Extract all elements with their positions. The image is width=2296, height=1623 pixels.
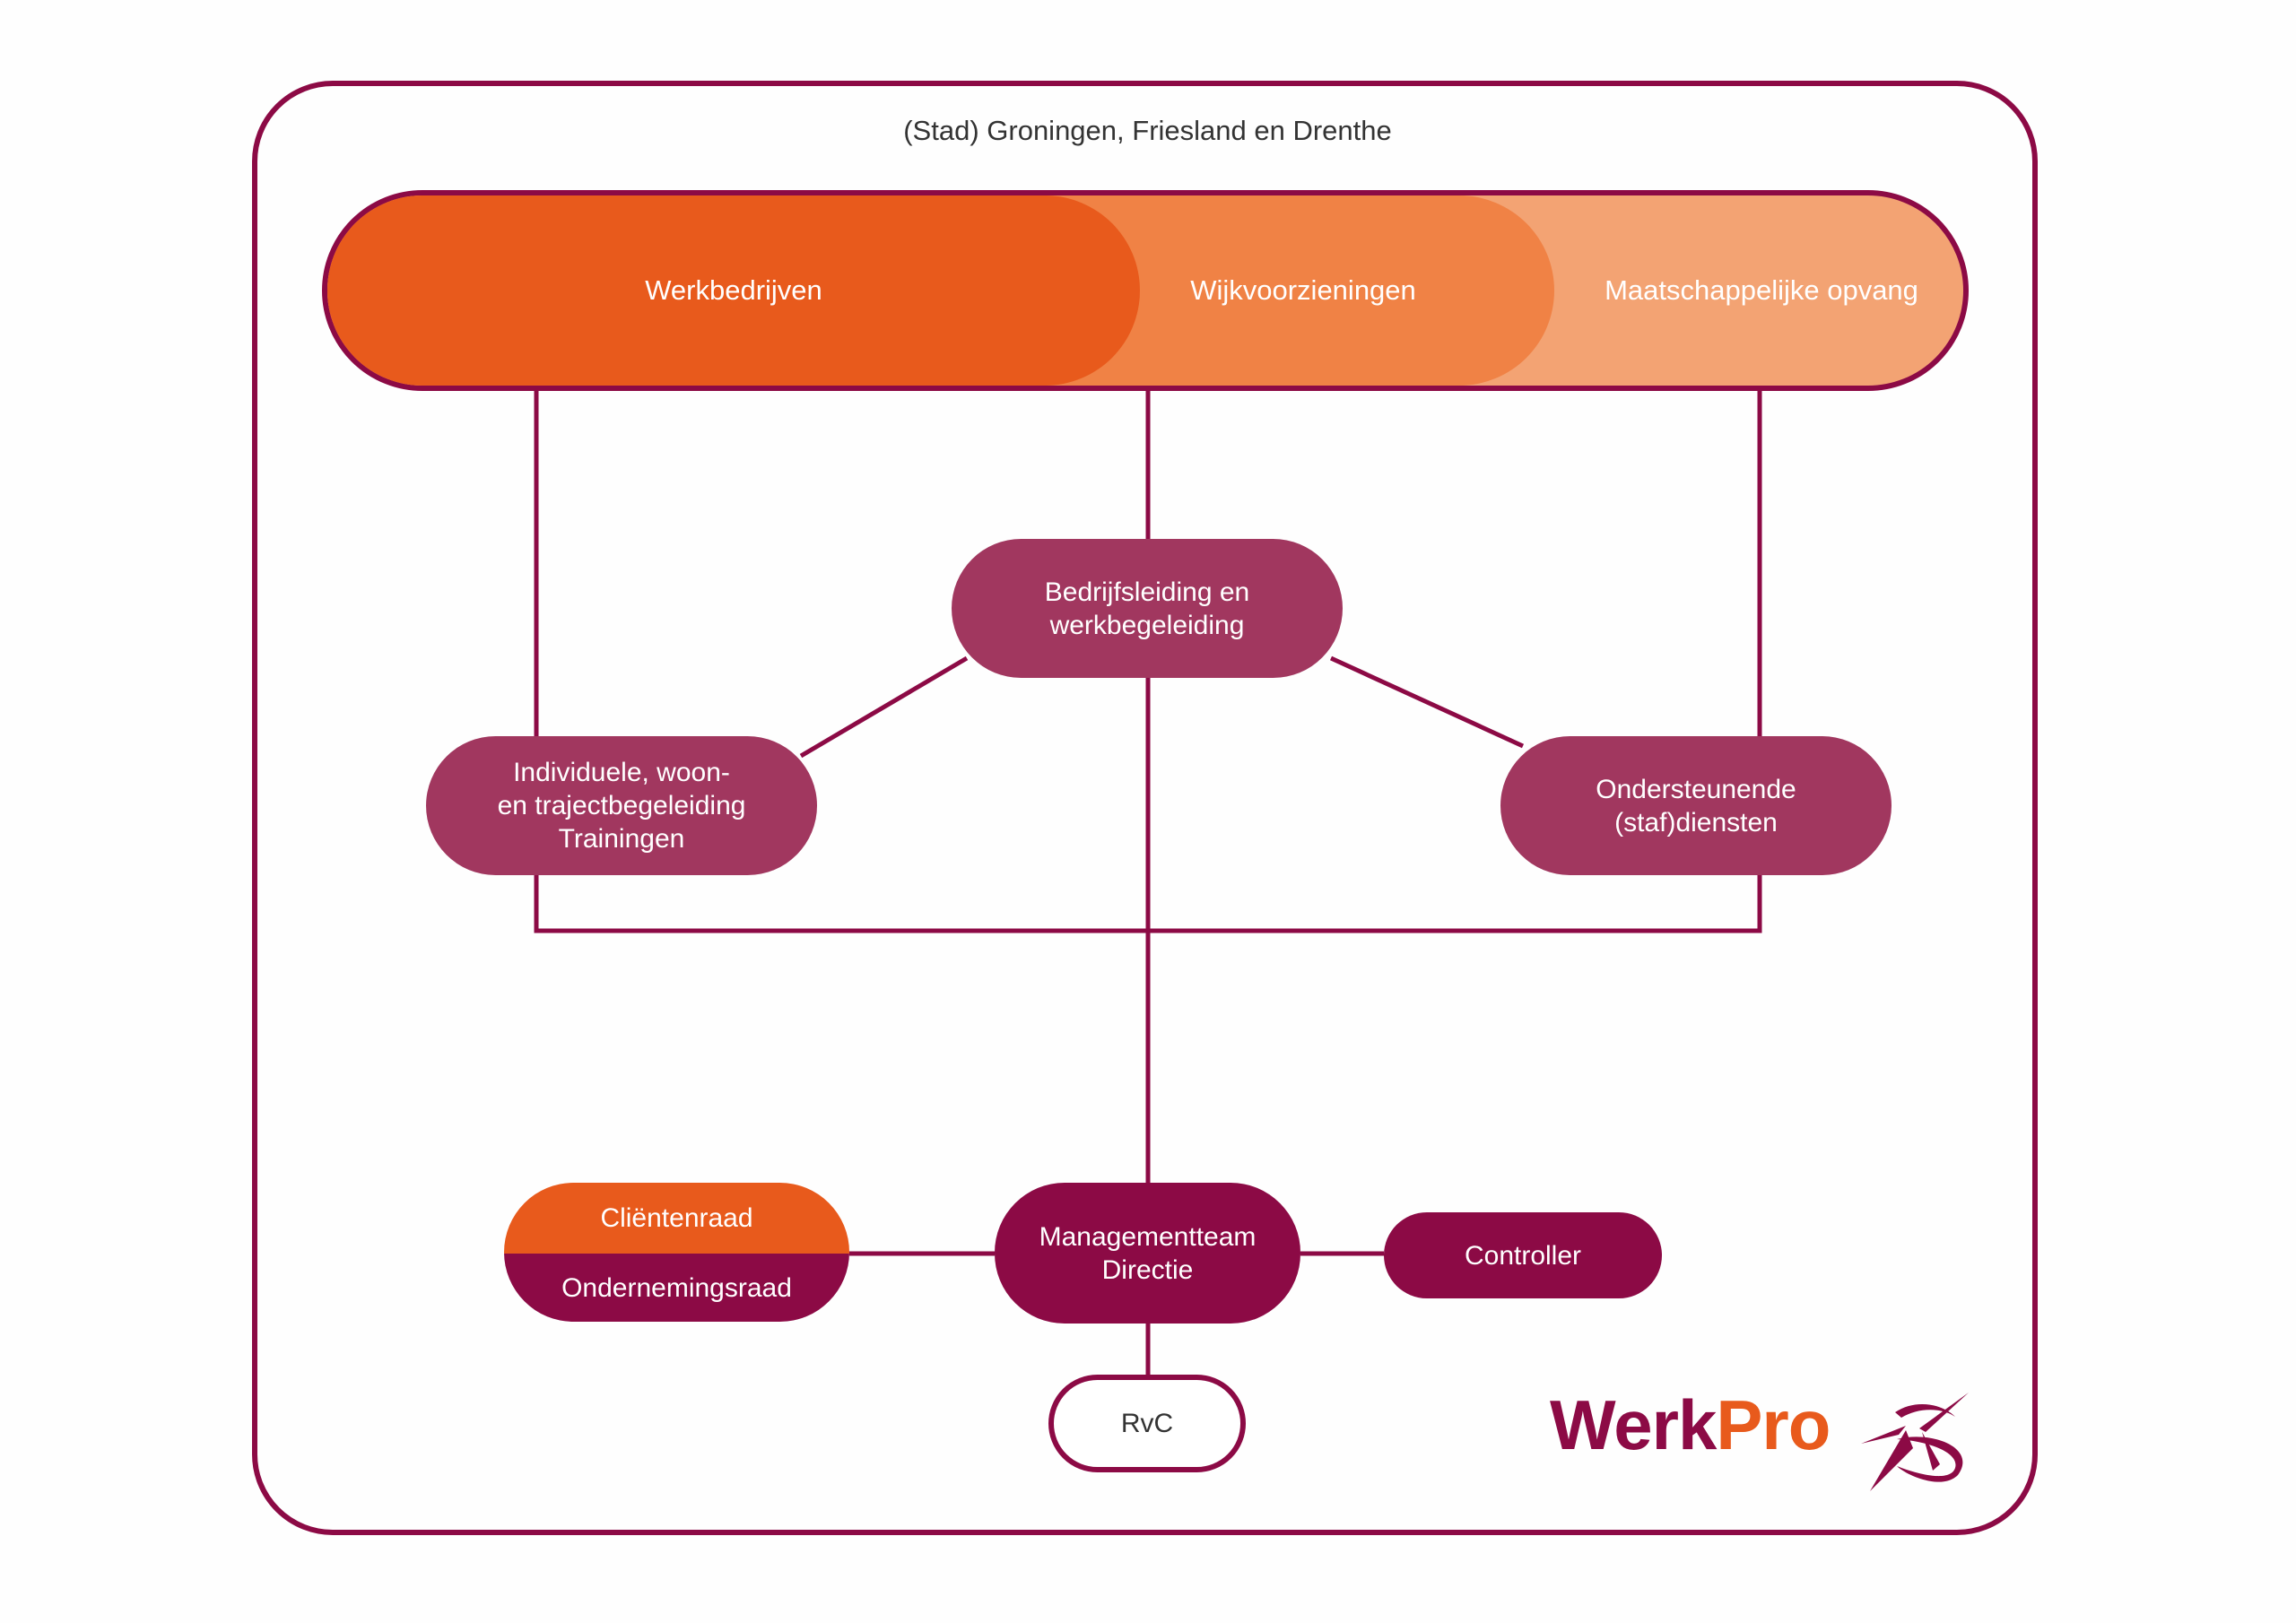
node-ondernemingsraad[interactable]: Ondernemingsraad — [504, 1254, 849, 1322]
node-controller[interactable]: Controller — [1384, 1212, 1662, 1298]
region-frame — [252, 81, 2038, 1535]
node-clientenraad[interactable]: Cliëntenraad — [504, 1183, 849, 1254]
node-raden: Cliëntenraad Ondernemingsraad — [504, 1183, 849, 1322]
connector-diag-left — [799, 655, 969, 759]
segment-maatschappelijke-opvang[interactable]: Maatschappelijke opvang — [1605, 274, 1918, 306]
connector-diag-right — [1329, 655, 1525, 749]
node-ondersteunende-diensten[interactable]: Ondersteunende(staf)diensten — [1500, 736, 1892, 875]
divisions-bar: Maatschappelijke opvang Wijkvoorzieninge… — [322, 190, 1969, 391]
connector-bottom-bracket — [534, 875, 1762, 933]
node-rvc[interactable]: RvC — [1048, 1375, 1246, 1472]
werkpro-logo: WerkPro — [1550, 1385, 1831, 1464]
segment-werkbedrijven[interactable]: Werkbedrijven — [327, 195, 1140, 386]
werkpro-figure-icon — [1861, 1393, 1969, 1491]
region-title: (Stad) Groningen, Friesland en Drenthe — [903, 115, 1392, 146]
